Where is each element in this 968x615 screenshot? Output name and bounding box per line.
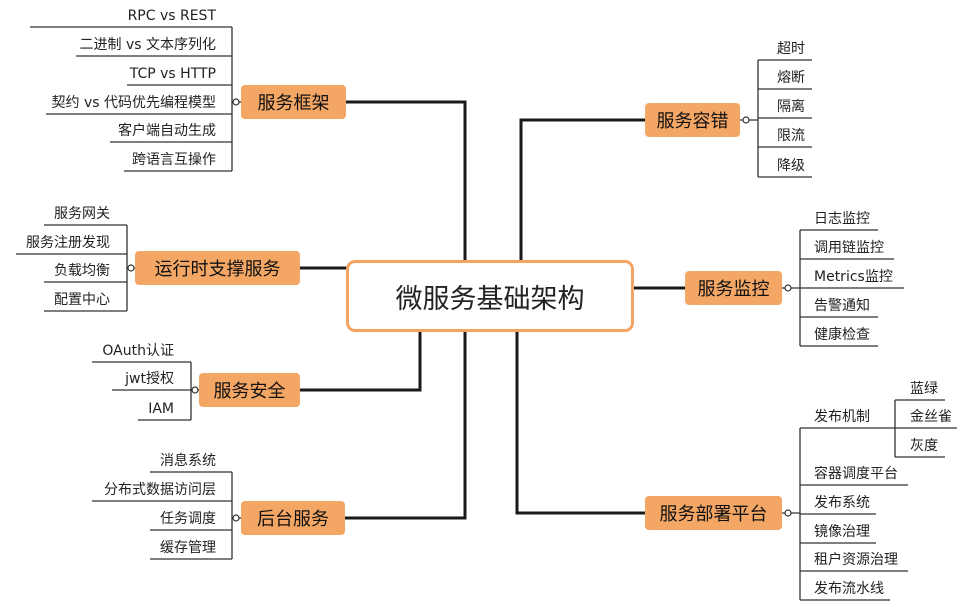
branch-backend-services: 后台服务 (241, 501, 345, 535)
leaf-alert-notification: 告警通知 (814, 298, 870, 314)
leaf-iam: IAM (148, 401, 174, 417)
leaf-tenant-resource-governance: 租户资源治理 (814, 552, 898, 568)
branch-deployment-platform: 服务部署平台 (645, 496, 782, 530)
leaf-contract-vs-code: 契约 vs 代码优先编程模型 (51, 95, 216, 111)
leaf-container-scheduling: 容器调度平台 (814, 466, 898, 482)
leaf-jwt: jwt授权 (125, 371, 174, 387)
leaf-task-scheduling: 任务调度 (160, 511, 216, 527)
leaf-service-discovery: 服务注册发现 (26, 235, 110, 251)
branch-runtime-support: 运行时支撑服务 (135, 251, 300, 285)
leaf-degrade: 降级 (777, 158, 805, 174)
leaf-health-check: 健康检查 (814, 327, 870, 343)
root-node: 微服务基础架构 (346, 260, 634, 332)
branch-fault-tolerance: 服务容错 (645, 103, 740, 137)
leaf-log-monitoring: 日志监控 (814, 211, 870, 227)
leaf-service-gateway: 服务网关 (54, 206, 110, 222)
leaf-metrics-monitoring: Metrics监控 (814, 269, 893, 285)
leaf-load-balancing: 负载均衡 (54, 263, 110, 279)
leaf-cache-management: 缓存管理 (160, 540, 216, 556)
branch-service-monitoring: 服务监控 (685, 271, 782, 305)
leaf-client-autogen: 客户端自动生成 (118, 123, 216, 139)
leaf-timeout: 超时 (777, 41, 805, 57)
leaf-tcp-vs-http: TCP vs HTTP (129, 66, 216, 82)
branch-service-framework: 服务框架 (241, 85, 346, 119)
leaf-config-center: 配置中心 (54, 292, 110, 308)
leaf-gray-release: 灰度 (910, 438, 938, 454)
leaf-release-mechanism: 发布机制 (814, 409, 870, 425)
leaf-image-governance: 镜像治理 (814, 524, 870, 540)
branch-service-security: 服务安全 (199, 373, 300, 407)
leaf-tracing-monitoring: 调用链监控 (814, 240, 884, 256)
leaf-oauth: OAuth认证 (102, 343, 174, 359)
leaf-blue-green: 蓝绿 (910, 381, 938, 397)
leaf-cross-language: 跨语言互操作 (132, 152, 216, 168)
leaf-data-access-layer: 分布式数据访问层 (104, 482, 216, 498)
leaf-binary-vs-text: 二进制 vs 文本序列化 (79, 37, 216, 53)
leaf-circuit-breaker: 熔断 (777, 70, 805, 86)
leaf-isolation: 隔离 (777, 99, 805, 115)
leaf-rpc-vs-rest: RPC vs REST (127, 8, 216, 24)
leaf-canary: 金丝雀 (910, 409, 952, 425)
leaf-rate-limit: 限流 (777, 128, 805, 144)
leaf-messaging: 消息系统 (160, 453, 216, 469)
leaf-release-system: 发布系统 (814, 495, 870, 511)
leaf-release-pipeline: 发布流水线 (814, 581, 884, 597)
